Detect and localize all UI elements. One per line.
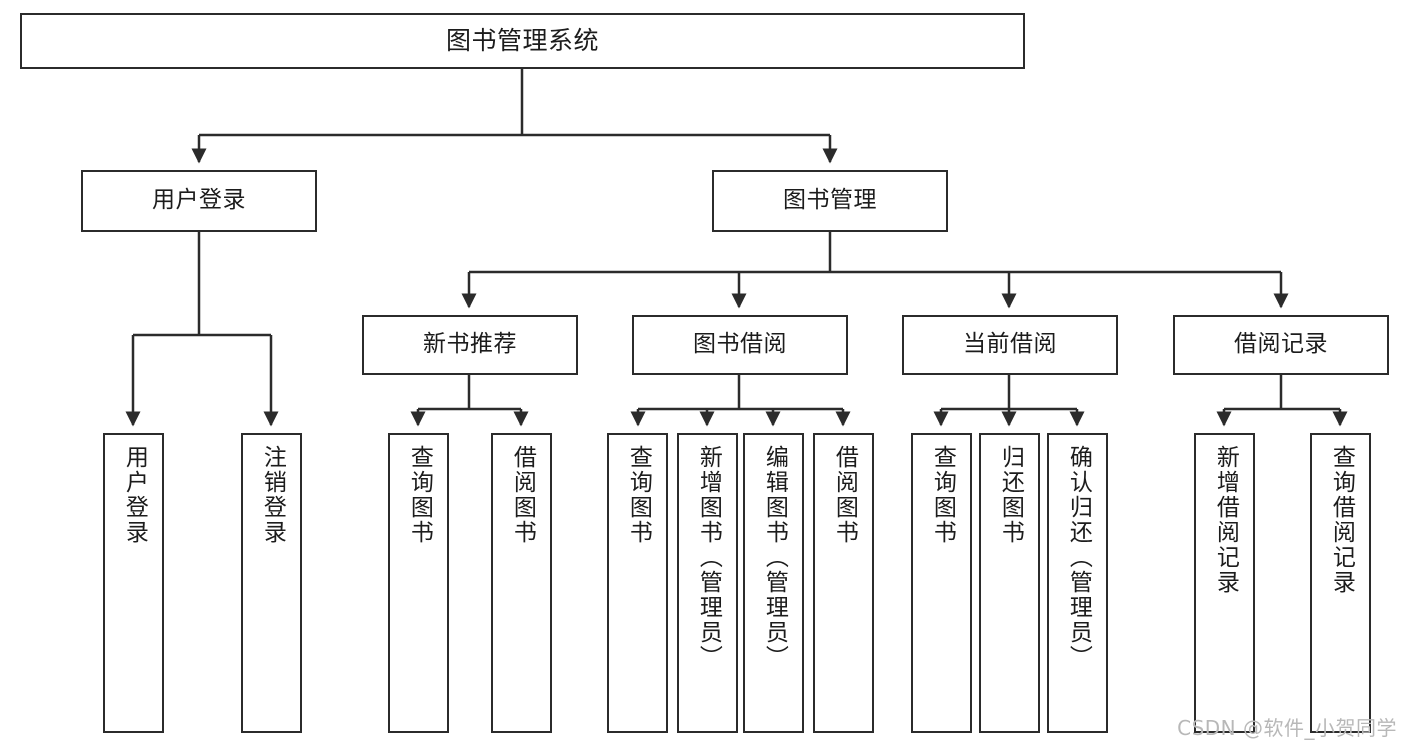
node-borrow-record[interactable]: 借阅记录 [1173, 315, 1389, 375]
leaf-confirm-return-admin[interactable]: 确认归还（管理员） [1047, 433, 1108, 733]
leaf-label: 注销登录 [259, 445, 286, 545]
leaf-label: 新增图书（管理员） [695, 445, 722, 670]
leaf-label: 借阅图书 [509, 445, 536, 545]
leaf-logout[interactable]: 注销登录 [241, 433, 302, 733]
leaf-edit-book-admin[interactable]: 编辑图书（管理员） [743, 433, 804, 733]
node-book-borrow[interactable]: 图书借阅 [632, 315, 848, 375]
leaf-user-login[interactable]: 用户登录 [103, 433, 164, 733]
leaf-label: 确认归还（管理员） [1065, 445, 1092, 670]
node-label: 用户登录 [152, 187, 246, 214]
node-label: 借阅记录 [1234, 331, 1328, 358]
node-label: 新书推荐 [423, 331, 517, 358]
leaf-return-book[interactable]: 归还图书 [979, 433, 1040, 733]
node-book-management[interactable]: 图书管理 [712, 170, 948, 232]
leaf-label: 归还图书 [997, 445, 1024, 545]
leaf-label: 用户登录 [121, 445, 148, 545]
leaf-label: 查询图书 [929, 445, 956, 545]
leaf-label: 查询图书 [625, 445, 652, 545]
leaf-label: 借阅图书 [831, 445, 858, 545]
leaf-query-book-borrow[interactable]: 查询图书 [607, 433, 668, 733]
node-label: 图书管理 [783, 187, 877, 214]
leaf-label: 新增借阅记录 [1212, 445, 1239, 595]
node-label: 图书管理系统 [445, 26, 599, 55]
leaf-query-borrow-record[interactable]: 查询借阅记录 [1310, 433, 1371, 733]
node-label: 当前借阅 [963, 331, 1057, 358]
leaf-add-book-admin[interactable]: 新增图书（管理员） [677, 433, 738, 733]
leaf-query-book-current[interactable]: 查询图书 [911, 433, 972, 733]
node-label: 图书借阅 [693, 331, 787, 358]
leaf-query-book-recommend[interactable]: 查询图书 [388, 433, 449, 733]
leaf-add-borrow-record[interactable]: 新增借阅记录 [1194, 433, 1255, 733]
node-current-borrow[interactable]: 当前借阅 [902, 315, 1118, 375]
leaf-label: 编辑图书（管理员） [761, 445, 788, 670]
node-book-management-system[interactable]: 图书管理系统 [20, 13, 1025, 69]
leaf-label: 查询图书 [406, 445, 433, 545]
leaf-borrow-book-recommend[interactable]: 借阅图书 [491, 433, 552, 733]
leaf-label: 查询借阅记录 [1328, 445, 1355, 595]
leaf-borrow-book[interactable]: 借阅图书 [813, 433, 874, 733]
node-new-book-recommend[interactable]: 新书推荐 [362, 315, 578, 375]
node-user-login[interactable]: 用户登录 [81, 170, 317, 232]
